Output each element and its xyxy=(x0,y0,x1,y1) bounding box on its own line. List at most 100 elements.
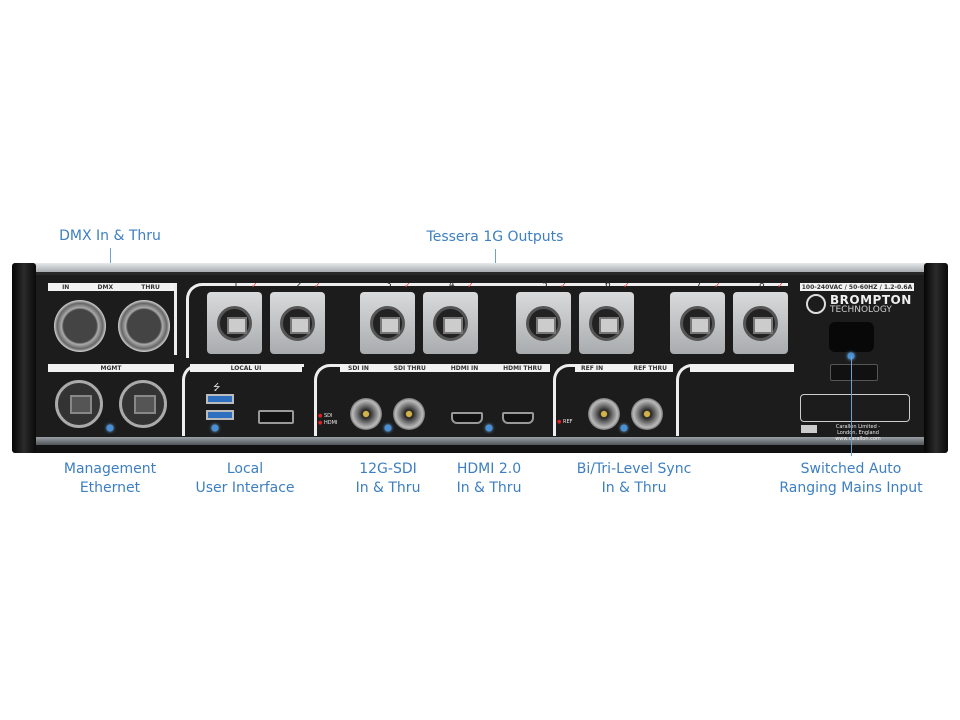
link-ok-icon: ✓ xyxy=(623,281,630,290)
mgmt-ethernet-port-2[interactable] xyxy=(119,380,167,428)
brand-sub: TECHNOLOGY xyxy=(830,305,892,315)
serial-label-box xyxy=(800,394,910,422)
rj45-socket xyxy=(526,306,561,341)
displayport[interactable] xyxy=(258,410,294,424)
hdmi-in-port[interactable] xyxy=(451,412,483,424)
usb-port-2[interactable] xyxy=(206,410,234,420)
dmx-thru-label: THRU xyxy=(141,283,160,291)
mgmt-label-bar: MGMT xyxy=(48,364,174,372)
power-rating: 100-240VAC / 50-60HZ / 1.2-0.6A xyxy=(800,283,914,291)
callout-dmx: DMX In & Thru xyxy=(59,228,161,244)
output-port-5[interactable] xyxy=(516,292,571,354)
hdmi-in-label: HDMI IN xyxy=(450,364,479,372)
output-port-6[interactable] xyxy=(579,292,634,354)
power-rating-text: 100-240VAC / 50-60HZ / 1.2-0.6A xyxy=(801,283,913,291)
dmx-thru-connector[interactable] xyxy=(118,300,170,352)
divider xyxy=(174,283,184,355)
ref-thru-connector[interactable] xyxy=(631,398,663,430)
bottom-rail xyxy=(36,437,924,445)
usb-icon: ⭍ xyxy=(213,383,221,393)
rj45-socket xyxy=(433,306,468,341)
link-ok-icon: ✓ xyxy=(560,281,567,290)
link-ok-icon: ✓ xyxy=(777,281,784,290)
output-port-4[interactable] xyxy=(423,292,478,354)
output-port-2[interactable] xyxy=(270,292,325,354)
ref-thru-label: REF THRU xyxy=(633,364,667,372)
top-strip xyxy=(14,263,946,272)
link-ok-icon: ✓ xyxy=(404,281,411,290)
output-number: 5 xyxy=(542,280,548,290)
power-switch[interactable] xyxy=(830,364,878,381)
rack-ear-left xyxy=(12,263,36,453)
output-number: 4 xyxy=(449,280,455,290)
uk-flag-icon xyxy=(801,425,817,433)
ref-in-label: REF IN xyxy=(581,364,604,372)
output-port-7[interactable] xyxy=(670,292,725,354)
callout-dot xyxy=(106,424,114,432)
link-ok-icon: ✓ xyxy=(467,281,474,290)
callout-outputs: Tessera 1G Outputs xyxy=(426,229,564,245)
dmx-in-label: IN xyxy=(62,283,70,291)
blank-frame xyxy=(676,364,794,436)
outputs-frame xyxy=(186,283,788,358)
callout-dot xyxy=(485,424,493,432)
callout-dot xyxy=(384,424,392,432)
local-ui-label: LOCAL UI xyxy=(230,364,262,372)
rj45-socket xyxy=(217,306,252,341)
sdi-in-label: SDI IN xyxy=(348,364,369,372)
callout-line xyxy=(110,248,111,272)
ref-in-connector[interactable] xyxy=(588,398,620,430)
output-port-3[interactable] xyxy=(360,292,415,354)
output-port-8[interactable] xyxy=(733,292,788,354)
dmx-in-connector[interactable] xyxy=(54,300,106,352)
iec-mains-inlet[interactable] xyxy=(829,322,874,352)
blank-bar xyxy=(690,364,794,372)
sdi-led: ● SDI xyxy=(318,413,333,419)
local-ui-frame xyxy=(182,364,304,436)
rj45-socket xyxy=(743,306,778,341)
output-number: 2 xyxy=(296,280,302,290)
dmx-label-bar: IN DMX THRU xyxy=(48,283,174,291)
output-number: 1 xyxy=(233,280,239,290)
local-ui-label-bar: LOCAL UI xyxy=(190,364,302,372)
callout-dot xyxy=(620,424,628,432)
hdmi-thru-port[interactable] xyxy=(502,412,534,424)
brand-name: BROMPTON xyxy=(830,293,912,307)
hdmi-led: ● HDMI xyxy=(318,420,338,426)
link-ok-icon: ✓ xyxy=(714,281,721,290)
ref-led: ● REF xyxy=(557,419,573,425)
rj45-socket xyxy=(370,306,405,341)
video-label-bar: SDI IN SDI THRU HDMI IN HDMI THRU xyxy=(340,364,550,372)
brompton-logo-icon xyxy=(806,294,826,314)
hdmi-thru-label: HDMI THRU xyxy=(503,364,542,372)
rj45-socket xyxy=(680,306,715,341)
ref-label-bar: REF IN REF THRU xyxy=(575,364,673,372)
dmx-label: DMX xyxy=(97,283,114,291)
video-frame xyxy=(314,364,550,436)
mgmt-label: MGMT xyxy=(100,364,122,372)
rj45-socket xyxy=(589,306,624,341)
sdi-in-connector[interactable] xyxy=(350,398,382,430)
rj45-socket xyxy=(280,306,315,341)
output-port-1[interactable] xyxy=(207,292,262,354)
rack-ear-right xyxy=(924,263,948,453)
mgmt-ethernet-port-1[interactable] xyxy=(55,380,103,428)
link-ok-icon: ✓ xyxy=(314,281,321,290)
output-number: 8 xyxy=(759,280,765,290)
sdi-thru-label: SDI THRU xyxy=(393,364,426,372)
output-number: 6 xyxy=(605,280,611,290)
callout-line xyxy=(495,249,496,271)
link-ok-icon: ✓ xyxy=(251,281,258,290)
output-number: 7 xyxy=(696,280,702,290)
sdi-thru-connector[interactable] xyxy=(393,398,425,430)
output-number: 3 xyxy=(386,280,392,290)
callout-dot xyxy=(211,424,219,432)
callout-line xyxy=(851,356,852,456)
usb-port-1[interactable] xyxy=(206,394,234,404)
